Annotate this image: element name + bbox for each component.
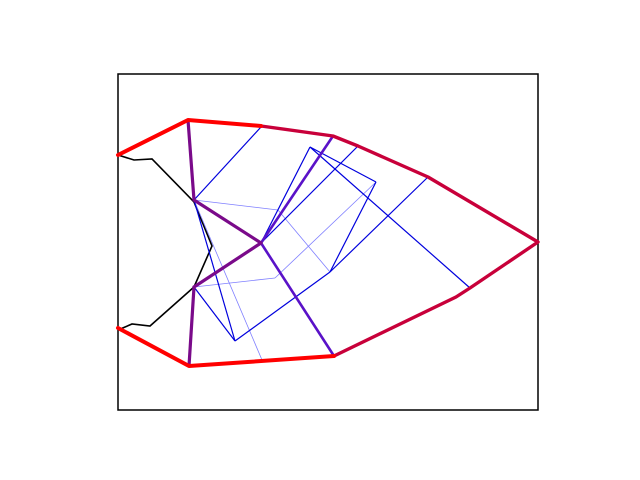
crimson-boundary (259, 124, 540, 358)
light-blue-line (193, 277, 276, 288)
blue-line (309, 146, 471, 289)
red-boundary (116, 118, 336, 368)
light-blue-line (274, 181, 377, 279)
purple-line (192, 198, 263, 245)
red-boundary-bottom (116, 326, 336, 368)
light-blue-line (277, 209, 331, 273)
purple-line (186, 118, 196, 202)
blue-line (260, 145, 359, 244)
purple-lines (186, 118, 263, 368)
black-outline (117, 154, 213, 331)
purple-line (187, 285, 196, 368)
blue-line (329, 176, 429, 273)
blue-line (193, 126, 262, 201)
blue-line (234, 271, 331, 342)
light-blue-line (193, 199, 263, 361)
indigo-line (259, 241, 336, 358)
blue-line (260, 146, 311, 244)
blue-line (193, 199, 236, 342)
indigo-line (259, 134, 335, 245)
indigo-lines (259, 134, 336, 358)
purple-line (192, 241, 263, 289)
light-blue-line (193, 199, 279, 211)
crimson-boundary-path (259, 124, 540, 358)
blue-line (329, 181, 377, 273)
red-boundary-top (116, 118, 263, 157)
black-outline-path (117, 154, 213, 331)
blue-line (193, 286, 236, 342)
